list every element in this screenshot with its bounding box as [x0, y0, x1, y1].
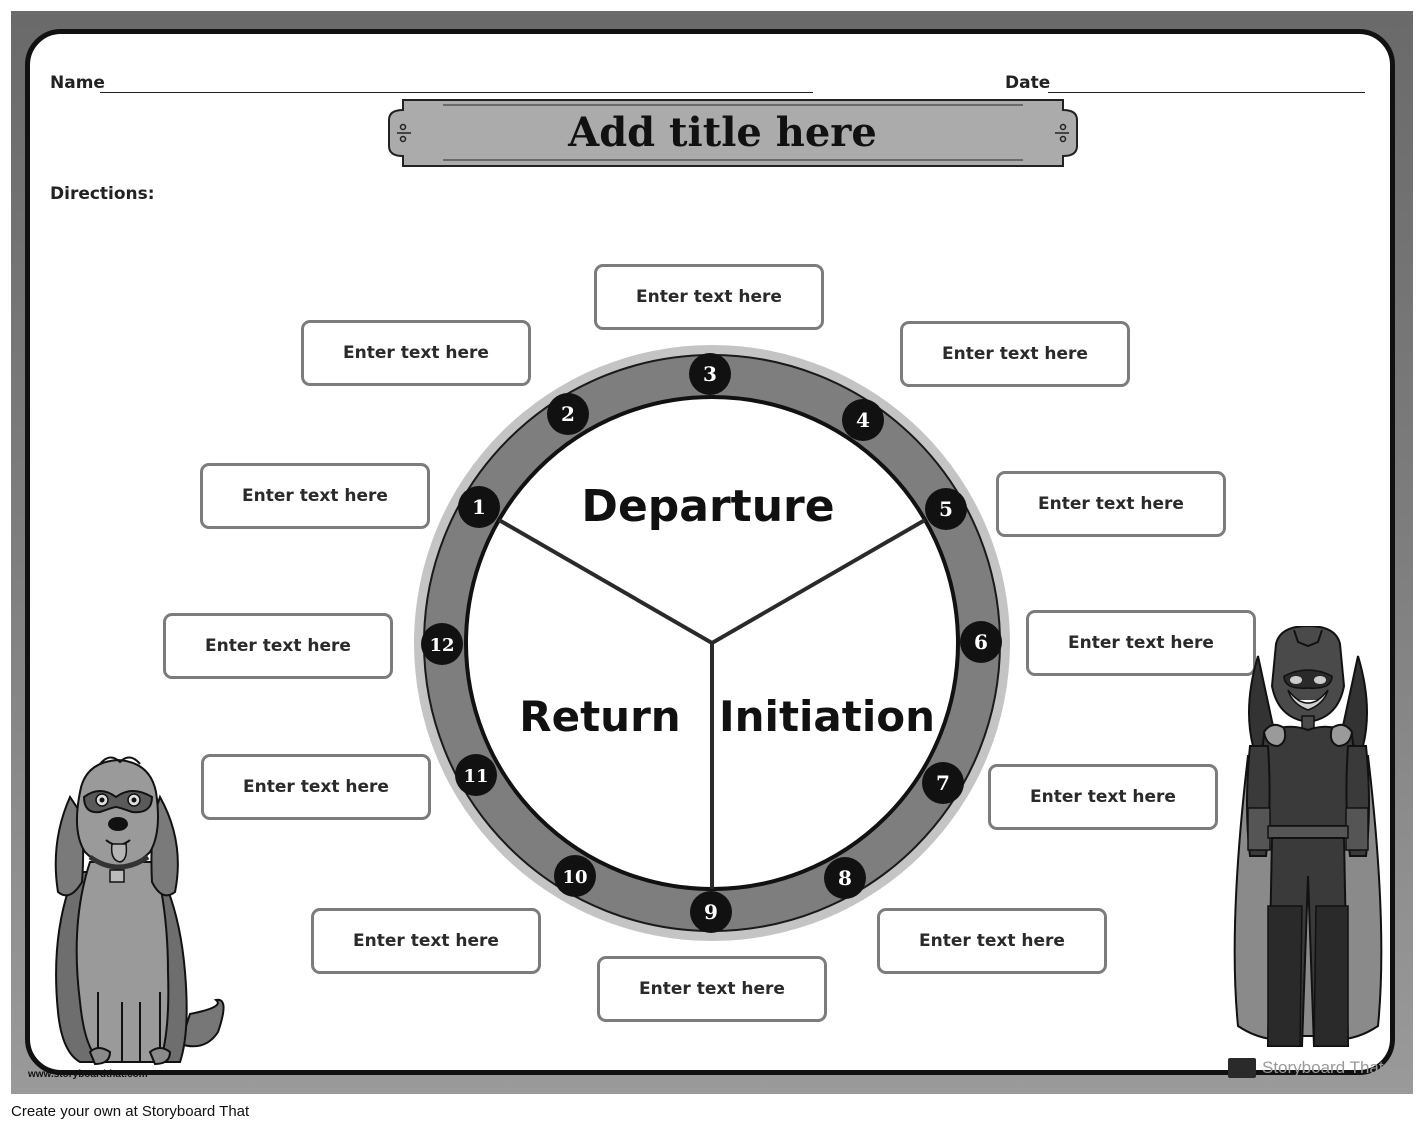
section-return: Return — [519, 692, 680, 741]
badge-4: 4 — [842, 399, 884, 441]
flourish-right-icon — [1055, 123, 1069, 143]
text-box-7[interactable]: Enter text here — [988, 764, 1218, 830]
text-box-8[interactable]: Enter text here — [877, 908, 1107, 974]
badge-1: 1 — [458, 486, 500, 528]
name-label: Name — [50, 73, 105, 93]
svg-text:12: 12 — [429, 635, 454, 656]
text-box-4[interactable]: Enter text here — [900, 321, 1130, 387]
badge-8: 8 — [824, 857, 866, 899]
svg-text:11: 11 — [463, 766, 488, 787]
text-box-11[interactable]: Enter text here — [201, 754, 431, 820]
text-box-2[interactable]: Enter text here — [301, 320, 531, 386]
section-departure: Departure — [581, 481, 834, 532]
badge-9: 9 — [690, 891, 732, 933]
watermark-brand: Storyboard That — [1262, 1058, 1384, 1077]
text-box-6[interactable]: Enter text here — [1026, 610, 1256, 676]
badge-12: 12 — [421, 623, 463, 665]
superhero-woman-illustration — [1233, 626, 1383, 1047]
svg-text:1: 1 — [472, 495, 486, 519]
svg-text:10: 10 — [562, 867, 587, 888]
badge-11: 11 — [455, 754, 497, 796]
divider-right — [710, 518, 927, 645]
date-label: Date — [1005, 73, 1051, 93]
name-line[interactable] — [100, 92, 813, 93]
text-box-9[interactable]: Enter text here — [597, 956, 827, 1022]
flourish-left-icon — [397, 123, 411, 143]
badge-5: 5 — [925, 488, 967, 530]
svg-text:5: 5 — [939, 497, 953, 521]
text-box-10[interactable]: Enter text here — [311, 908, 541, 974]
title-banner — [388, 99, 1078, 167]
svg-text:2: 2 — [561, 402, 575, 426]
text-box-3[interactable]: Enter text here — [594, 264, 824, 330]
text-box-12[interactable]: Enter text here — [163, 613, 393, 679]
text-box-1[interactable]: Enter text here — [200, 463, 430, 529]
footer-link[interactable]: Create your own at Storyboard That — [11, 1103, 250, 1120]
date-line[interactable] — [1048, 92, 1365, 93]
badge-6: 6 — [960, 621, 1002, 663]
svg-text:7: 7 — [936, 771, 950, 795]
badge-3: 3 — [689, 353, 731, 395]
badge-2: 2 — [547, 393, 589, 435]
storyboard-logo-icon — [1228, 1058, 1256, 1078]
badge-7: 7 — [922, 762, 964, 804]
svg-text:4: 4 — [856, 408, 870, 432]
section-initiation: Initiation — [719, 692, 935, 741]
svg-text:8: 8 — [838, 866, 852, 890]
svg-text:9: 9 — [704, 900, 718, 924]
svg-text:3: 3 — [703, 362, 717, 386]
badge-10: 10 — [554, 855, 596, 897]
worksheet-title[interactable]: Add title here — [568, 108, 877, 156]
svg-text:6: 6 — [974, 630, 988, 654]
divider-left — [497, 518, 714, 645]
watermark-url: www.storyboardthat.com — [28, 1069, 148, 1080]
directions-label: Directions: — [50, 184, 155, 204]
superhero-dog-illustration — [54, 756, 225, 1066]
text-box-5[interactable]: Enter text here — [996, 471, 1226, 537]
